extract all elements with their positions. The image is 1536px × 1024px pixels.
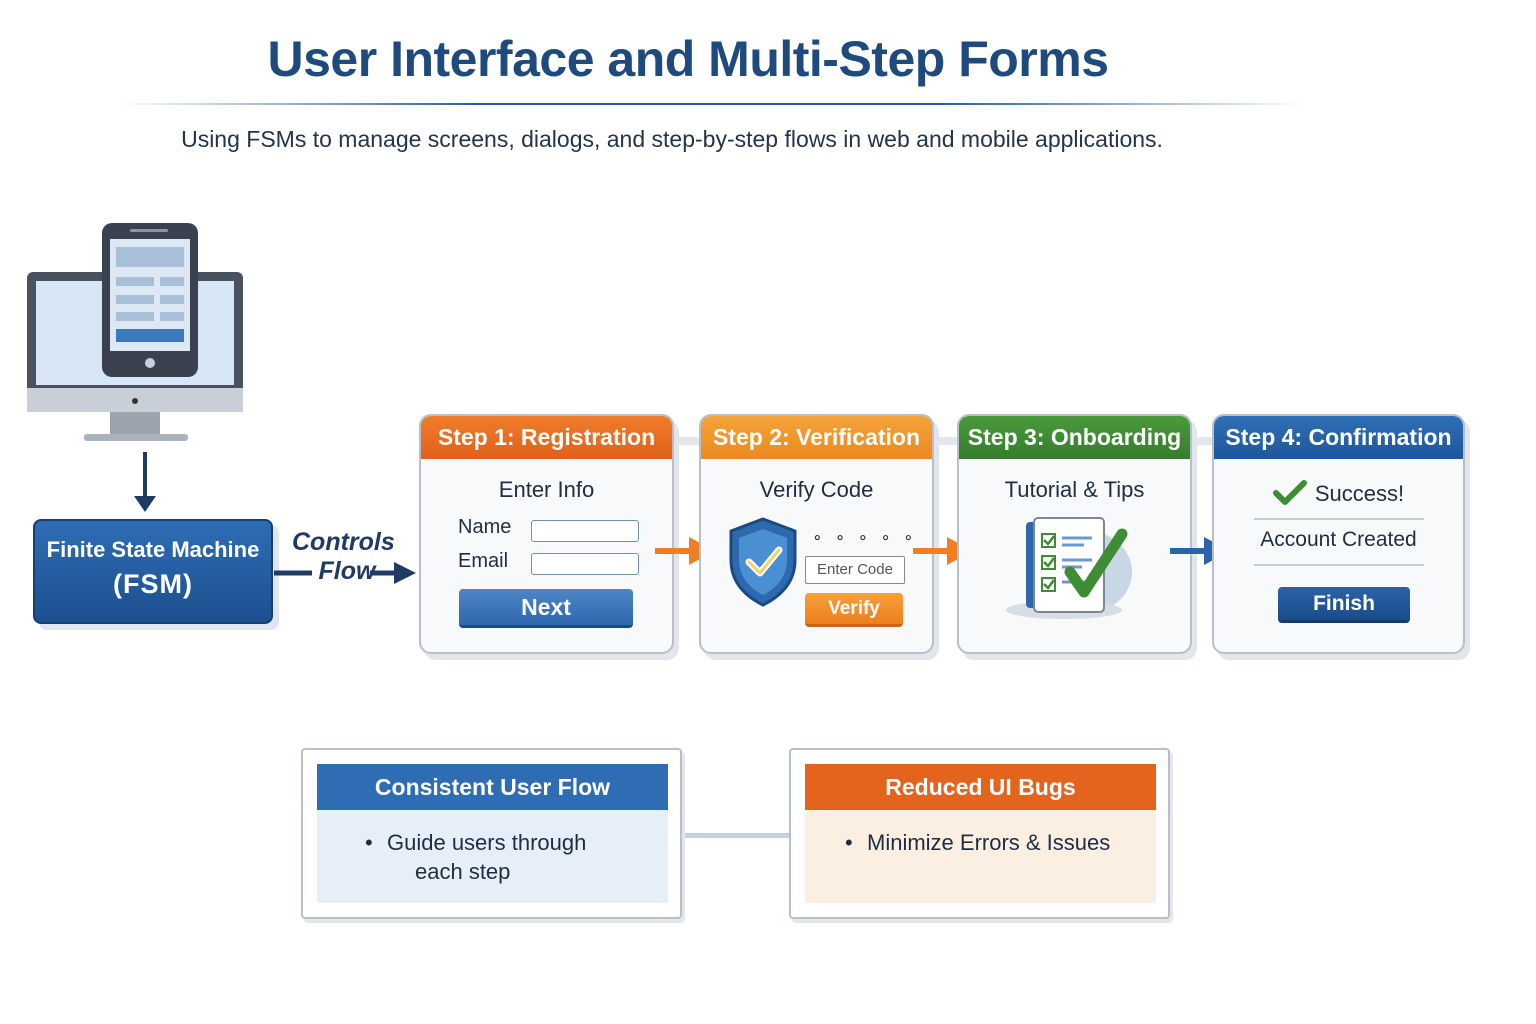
step-title: Step 2: Verification — [701, 416, 932, 459]
controls-flow-line2: Flow — [318, 557, 376, 585]
finish-button[interactable]: Finish — [1278, 587, 1410, 623]
page-subtitle: Using FSMs to manage screens, dialogs, a… — [181, 126, 1163, 152]
step-card-registration: Step 1: Registration Enter Info Name Ema… — [419, 414, 674, 654]
divider — [1254, 564, 1424, 566]
benefit-reduced-bugs: Reduced UI Bugs • Minimize Errors & Issu… — [789, 748, 1170, 919]
shield-check-icon — [729, 517, 797, 607]
checklist-icon — [1006, 517, 1132, 619]
page-title: User Interface and Multi-Step Forms — [267, 31, 1110, 87]
success-row: Success! — [1214, 480, 1463, 507]
controls-flow-line1: Controls — [292, 528, 395, 556]
step-title: Step 3: Onboarding — [959, 416, 1190, 459]
step-subtitle: Enter Info — [498, 477, 595, 502]
step-subtitle: Tutorial & Tips — [1004, 477, 1145, 502]
email-label: Email — [458, 550, 509, 572]
controls-flow-label: Controls Flow — [292, 528, 395, 586]
bullet-icon: • — [845, 830, 853, 855]
code-dots: ⚬ ⚬ ⚬ ⚬ ⚬ — [811, 530, 918, 547]
benefit-consistent-flow: Consistent User Flow • Guide users throu… — [301, 748, 682, 919]
controls-flow-arrow-icon — [274, 562, 416, 584]
step-card-verification: Step 2: Verification Verify Code ⚬ ⚬ ⚬ ⚬… — [699, 414, 934, 654]
benefit-body: • Minimize Errors & Issues — [805, 810, 1156, 903]
benefit-body: • Guide users through each step — [317, 810, 668, 903]
benefit-connector — [678, 833, 792, 838]
name-input[interactable] — [531, 520, 639, 542]
step-title: Step 1: Registration — [421, 416, 672, 459]
code-input[interactable]: Enter Code — [805, 556, 905, 584]
title-divider — [115, 103, 1305, 105]
next-button[interactable]: Next — [459, 589, 633, 628]
benefit-title: Reduced UI Bugs — [805, 764, 1156, 810]
fsm-box: Finite State Machine (FSM) — [33, 519, 273, 624]
verify-button[interactable]: Verify — [805, 593, 903, 627]
step-card-confirmation: Step 4: Confirmation Success! Account Cr… — [1212, 414, 1465, 654]
checkmark-icon — [1272, 480, 1307, 505]
status-text: Account Created — [1260, 528, 1417, 551]
email-input[interactable] — [531, 553, 639, 575]
fsm-abbreviation: (FSM) — [113, 569, 193, 599]
step-card-onboarding: Step 3: Onboarding Tutorial & Tips — [957, 414, 1192, 654]
fsm-label: Finite State Machine — [46, 537, 260, 562]
bullet-icon: • — [365, 830, 373, 855]
benefit-bullet-line2: each step — [415, 859, 511, 884]
name-label: Name — [458, 516, 512, 538]
step-subtitle: Verify Code — [759, 477, 874, 502]
down-arrow-icon — [134, 452, 156, 512]
benefit-title: Consistent User Flow — [317, 764, 668, 810]
benefit-bullet-line1: Guide users through — [387, 830, 587, 855]
step-connector — [660, 437, 1220, 445]
divider — [1254, 518, 1424, 520]
step-title: Step 4: Confirmation — [1214, 416, 1463, 459]
benefit-bullet: Minimize Errors & Issues — [867, 830, 1111, 855]
devices-icon — [27, 223, 243, 441]
success-text: Success! — [1314, 481, 1405, 506]
